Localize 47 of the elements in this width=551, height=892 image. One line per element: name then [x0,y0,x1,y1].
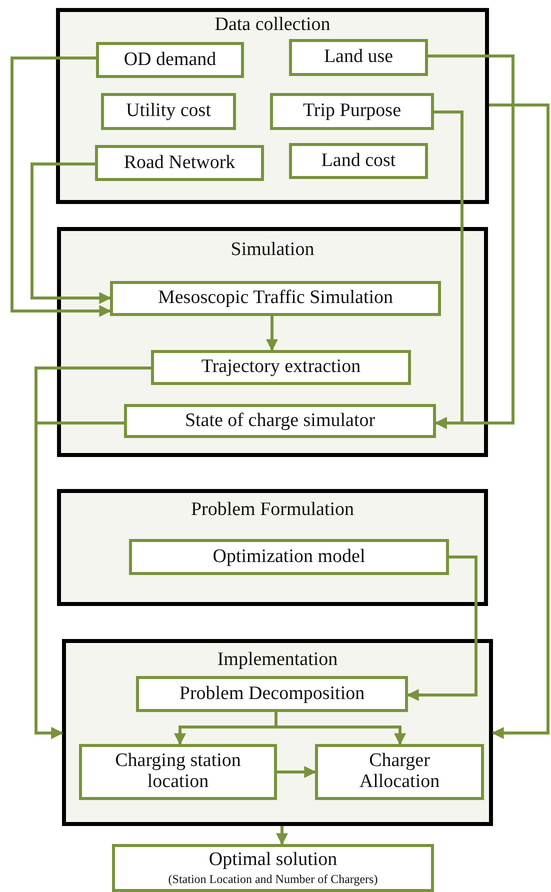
arrow [489,104,550,739]
box-label: Optimal solution [208,850,338,871]
group-title: Simulation [230,239,316,261]
process-box [289,143,428,179]
box-label: Mesoscopic Traffic Simulation [158,288,394,309]
group-title: Implementation [216,649,339,671]
process-box [151,350,411,385]
box-label: State of charge simulator [184,410,376,432]
arrow [406,556,478,701]
process-box [112,844,434,892]
group-title: Problem Formulation [190,499,356,521]
box-label: Road Network [124,152,236,174]
process-box [315,744,484,800]
arrow [277,766,316,778]
box-label: Problem Decomposition [179,684,365,704]
group-title: Data collection [214,14,332,36]
arrow [10,56,112,317]
process-box [124,404,436,438]
process-box [79,744,277,800]
process-box [95,145,264,181]
arrow [428,54,514,429]
arrow [34,422,124,739]
group-panel [57,227,488,457]
box-label: Charging station location [114,751,242,793]
process-box [289,39,428,76]
box-label: OD demand [124,50,216,70]
process-box [96,42,244,78]
box-label: Charger Allocation [358,751,441,793]
process-box [110,281,441,316]
arrow [266,316,278,352]
box-label: Land use [324,47,394,68]
box-label: Utility cost [126,101,211,122]
box-subtitle: (Station Location and Number of Chargers) [168,872,378,886]
arrow [276,826,288,846]
arrow [274,712,406,746]
box-label: Trajectory extraction [201,357,361,378]
arrow [30,162,112,304]
process-box [270,93,434,130]
process-box [101,93,236,130]
group-panel [56,8,489,204]
group-panel [62,639,493,826]
box-label: Trip Purpose [302,101,401,122]
process-box [136,676,408,712]
box-label: Land cost [321,150,396,172]
box-label: Optimization model [212,546,366,568]
process-box [129,539,449,575]
group-panel [57,489,488,606]
